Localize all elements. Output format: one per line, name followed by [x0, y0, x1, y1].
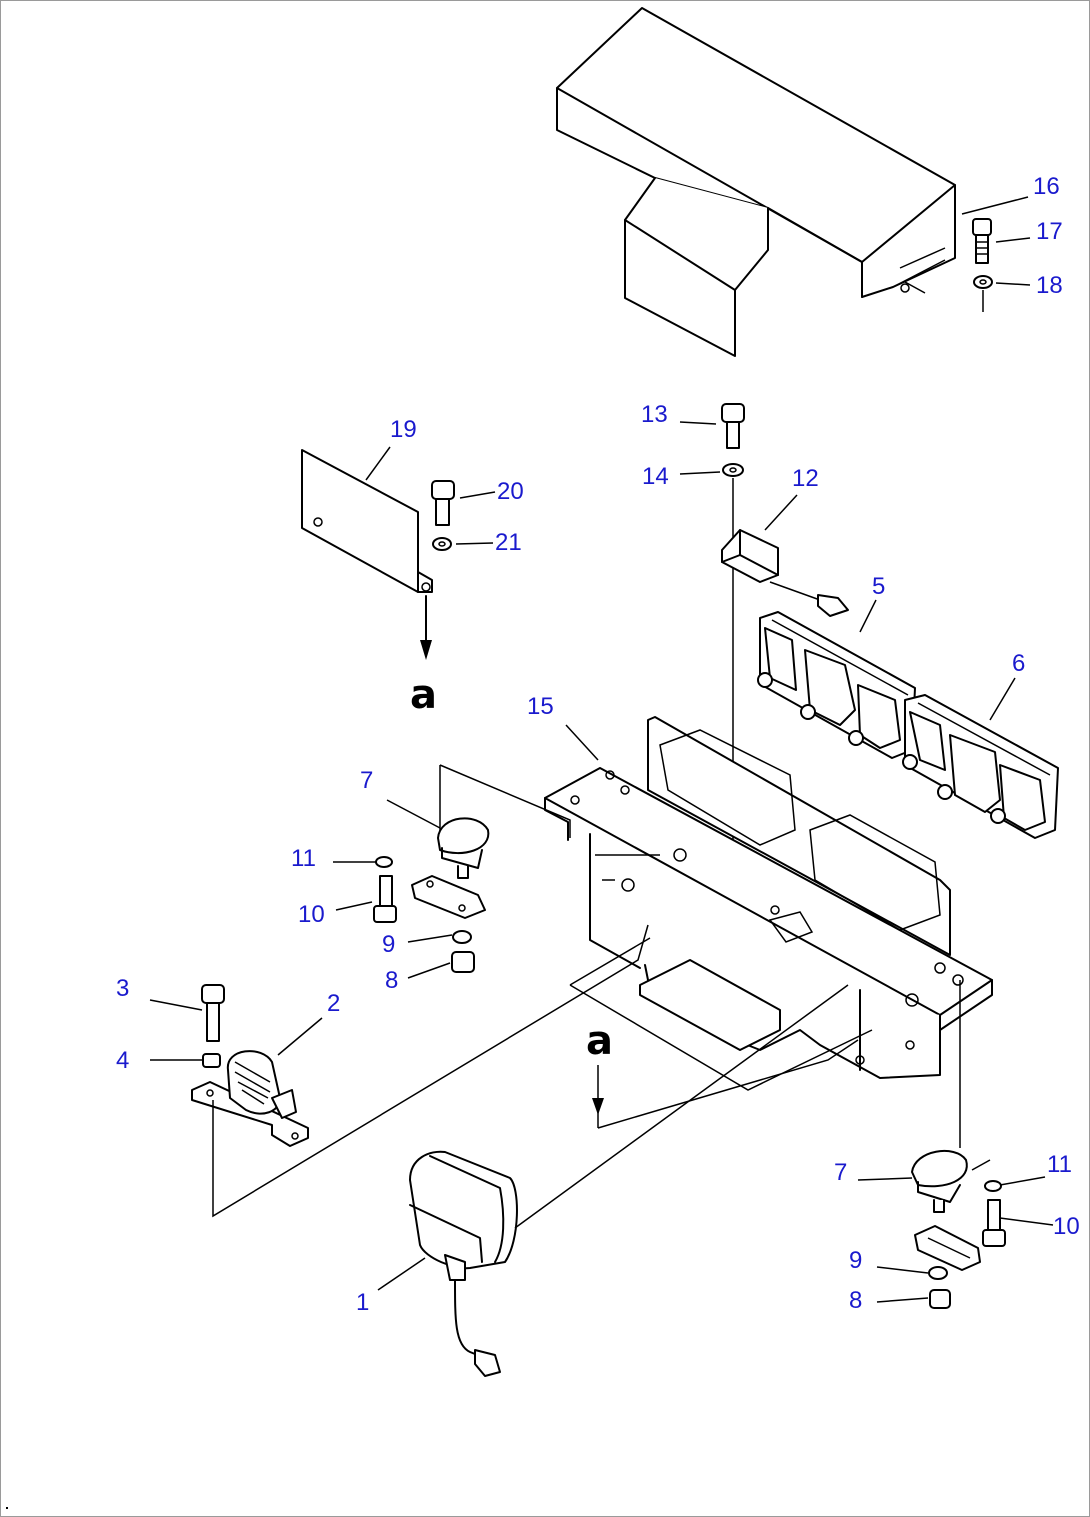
callout-2: 2 — [327, 990, 340, 1017]
callout-15: 15 — [527, 693, 554, 720]
callout-7-lower: 7 — [834, 1159, 847, 1186]
reference-mark-a-lower: a — [586, 1018, 613, 1064]
leader-part-1 — [514, 984, 849, 1229]
washer-part-18 — [973, 275, 993, 312]
callout-8-lower: 8 — [849, 1287, 862, 1314]
callout-7-upper: 7 — [360, 767, 373, 794]
bolt-part-10-upper — [373, 875, 397, 923]
reference-mark-a-upper: a — [410, 672, 437, 718]
washer-part-14 — [722, 463, 744, 477]
callout-20: 20 — [497, 478, 524, 505]
bolt-part-10-lower — [982, 1199, 1006, 1247]
callout-10-upper: 10 — [298, 901, 325, 928]
callout-14: 14 — [642, 463, 669, 490]
washer-part-11-lower — [984, 1180, 1002, 1192]
mount-part-7-lower — [911, 1149, 991, 1271]
callout-12: 12 — [792, 465, 819, 492]
callout-11-lower: 11 — [1047, 1151, 1072, 1178]
callout-3: 3 — [116, 975, 129, 1002]
callout-9-upper: 9 — [382, 931, 395, 958]
washer-part-21 — [432, 537, 452, 551]
plate-part-19 — [301, 449, 433, 660]
callout-17: 17 — [1036, 218, 1063, 245]
bolt-part-17 — [972, 218, 992, 264]
callout-5: 5 — [872, 573, 885, 600]
corner-mark — [6, 1507, 8, 1509]
callout-19: 19 — [390, 416, 417, 443]
bracket-part-15 — [544, 716, 993, 1079]
callout-13: 13 — [641, 401, 668, 428]
gauge-panel-part-5 — [757, 611, 916, 759]
switch-part-2 — [191, 1050, 309, 1147]
washer-part-9-lower — [928, 1266, 948, 1280]
callout-6: 6 — [1012, 650, 1025, 677]
callout-8-upper: 8 — [385, 967, 398, 994]
callout-18: 18 — [1036, 272, 1063, 299]
callout-1: 1 — [356, 1289, 369, 1316]
mount-part-7-upper — [411, 764, 571, 919]
reference-frame-a — [569, 937, 873, 1129]
washer-part-9-upper — [452, 930, 472, 944]
callout-4: 4 — [116, 1047, 129, 1074]
relay-part-12 — [721, 529, 849, 617]
bolt-part-3 — [201, 984, 225, 1042]
gauge-panel-part-6 — [902, 694, 1059, 839]
callout-16: 16 — [1033, 173, 1060, 200]
callout-10-lower: 10 — [1053, 1213, 1080, 1240]
cover-part-16 — [556, 7, 956, 357]
washer-part-11-upper — [375, 856, 393, 868]
nut-part-8-lower — [929, 1289, 951, 1309]
bolt-part-20 — [431, 480, 455, 526]
nut-part-4 — [202, 1053, 221, 1068]
lamp-part-1 — [409, 1150, 518, 1377]
bolt-part-13 — [721, 403, 745, 449]
nut-part-8-upper — [451, 951, 475, 973]
callout-leaders — [149, 196, 1054, 1303]
callout-11-upper: 11 — [291, 845, 316, 872]
callout-21: 21 — [495, 529, 522, 556]
callout-9-lower: 9 — [849, 1247, 862, 1274]
